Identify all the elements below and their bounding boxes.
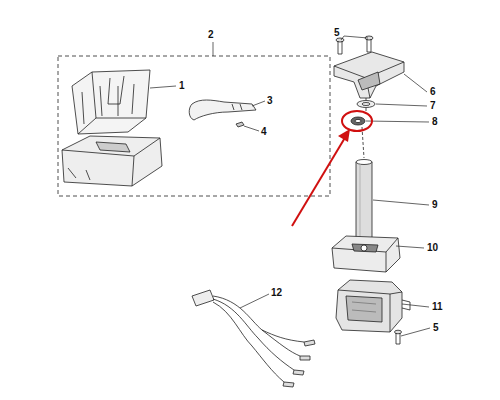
wire-harness xyxy=(192,290,315,387)
callout-number: 8 xyxy=(432,117,438,127)
motor-housing xyxy=(336,280,410,332)
gear-cover xyxy=(332,236,400,272)
lever xyxy=(189,100,256,120)
callout-number: 6 xyxy=(430,87,436,97)
pointer-arrow xyxy=(292,136,346,226)
washer xyxy=(357,101,375,108)
callout-number: 5 xyxy=(334,28,340,38)
callout-number: 1 xyxy=(179,81,185,91)
callout-number: 11 xyxy=(432,302,443,312)
bucket-base xyxy=(62,136,162,186)
screw xyxy=(336,36,373,54)
arrow-head xyxy=(338,129,350,142)
callout-number: 4 xyxy=(261,127,267,137)
screw xyxy=(395,330,402,344)
bracket xyxy=(334,52,404,98)
callout-number: 7 xyxy=(430,101,436,111)
group-bracket xyxy=(58,56,330,196)
callout-number: 3 xyxy=(267,96,273,106)
pin xyxy=(236,122,244,127)
callout-number: 10 xyxy=(427,243,438,253)
highlight-circle xyxy=(342,111,372,131)
callout-number: 9 xyxy=(432,200,438,210)
callout-number: 2 xyxy=(208,30,214,40)
ice-bucket xyxy=(72,70,150,134)
callout-number: 12 xyxy=(271,288,282,298)
leader-line xyxy=(150,36,430,336)
shaft xyxy=(356,160,372,241)
callout-number: 5 xyxy=(433,323,439,333)
bearing xyxy=(351,117,365,125)
